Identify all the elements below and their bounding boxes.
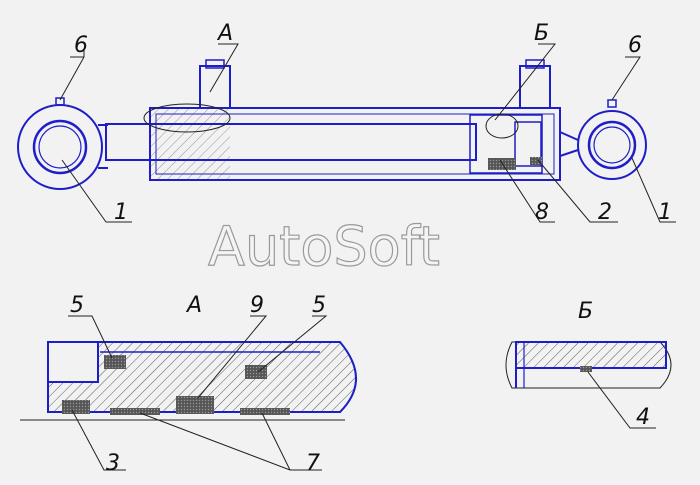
callout-5-right: 5 — [312, 293, 326, 318]
detail-b-section — [505, 341, 672, 389]
leader-lines — [59, 43, 676, 223]
callout-7: 7 — [306, 451, 320, 476]
callout-6-left: 6 — [74, 33, 88, 58]
callout-1-right: 1 — [658, 200, 672, 225]
callout-6-right: 6 — [628, 33, 642, 58]
watermark: AutoSoft — [208, 215, 440, 278]
detail-b-leaders — [587, 371, 656, 429]
detail-a-title: А — [185, 293, 202, 318]
callout-4: 4 — [636, 405, 650, 430]
section-label-a: А — [216, 21, 233, 46]
detail-a-leaders — [68, 315, 328, 471]
detail-b-title: Б — [578, 299, 593, 324]
detail-a-section — [20, 341, 357, 421]
callout-1-left: 1 — [114, 200, 128, 225]
port-fittings — [199, 59, 551, 109]
left-eye-mount — [17, 97, 108, 190]
detail-a-marker — [143, 103, 231, 133]
cylinder-barrel — [149, 107, 561, 181]
callout-8: 8 — [535, 200, 549, 225]
callout-9: 9 — [250, 293, 264, 318]
cylinder-assembly-view — [17, 43, 676, 223]
callout-2: 2 — [598, 200, 612, 225]
piston-rod — [105, 123, 477, 161]
callout-5-left: 5 — [70, 293, 84, 318]
right-eye-mount — [559, 99, 647, 180]
section-label-b: Б — [534, 21, 549, 46]
detail-b-marker — [485, 113, 519, 139]
callout-3: 3 — [106, 451, 120, 476]
